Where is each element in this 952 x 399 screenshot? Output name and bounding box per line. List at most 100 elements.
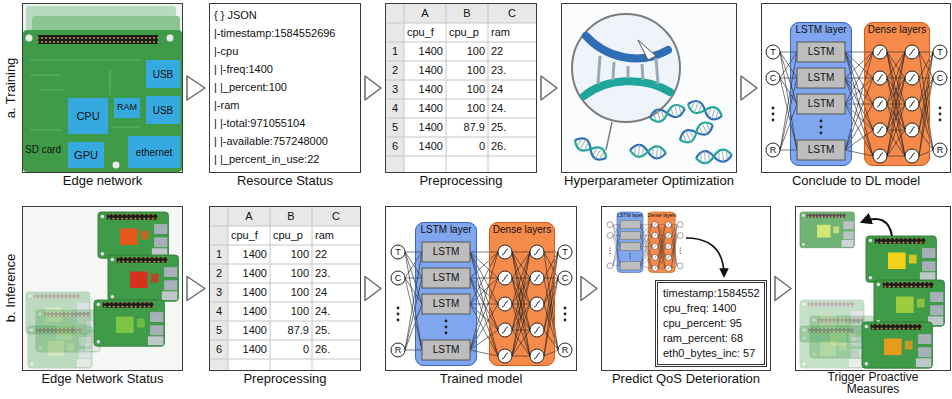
label-holder: 22 bbox=[488, 42, 536, 61]
dna-illustration bbox=[572, 135, 609, 163]
text-holder: Preprocessing bbox=[419, 173, 502, 188]
table-cell: 25. bbox=[491, 121, 506, 134]
migration-illustration bbox=[800, 326, 864, 368]
table-cell: 25. bbox=[315, 324, 330, 337]
network-illustration bbox=[391, 242, 572, 363]
text-holder: ethernet bbox=[128, 136, 180, 168]
table-cell: 1400 bbox=[243, 343, 267, 356]
boards-illustration bbox=[94, 300, 164, 346]
board-photo bbox=[38, 35, 158, 44]
text-holder: Resource Status bbox=[237, 173, 333, 188]
board-photo bbox=[113, 162, 120, 169]
migration-illustration bbox=[862, 322, 932, 368]
panel-caption: Hyperparameter Optimization bbox=[564, 173, 734, 188]
panel-caption: Edge network bbox=[63, 173, 143, 188]
table-cell: 1400 bbox=[419, 83, 443, 96]
label-holder: 22 bbox=[312, 245, 360, 264]
text-holder: Edge network bbox=[63, 173, 143, 188]
label-holder: 100 bbox=[270, 245, 312, 264]
table-illustration bbox=[386, 4, 404, 172]
table-cell: 0 bbox=[479, 140, 485, 153]
label-holder: 1400 bbox=[228, 245, 270, 264]
label-holder: |-ram bbox=[214, 97, 359, 113]
label-holder: 2 bbox=[386, 61, 404, 80]
label-holder: T bbox=[391, 245, 405, 259]
label-holder: T bbox=[933, 45, 947, 59]
table-cell: 23. bbox=[491, 64, 506, 77]
label-holder: LSTM bbox=[797, 140, 845, 160]
label-holder: 24. bbox=[312, 302, 360, 321]
label-holder: cpu_f bbox=[228, 226, 270, 245]
text-holder: LSTM layer bbox=[791, 24, 851, 36]
json-line: | |-available:757248000 bbox=[214, 135, 328, 148]
panel-ground bbox=[386, 207, 576, 370]
process-panel: Trigger Proactive Measures bbox=[795, 206, 951, 371]
label-holder: LSTM layer bbox=[615, 213, 645, 219]
board-photo bbox=[22, 3, 183, 173]
table-cell: 87.9 bbox=[288, 324, 309, 337]
table-illustration bbox=[386, 4, 536, 23]
process-panel: Trained modelLSTM layerDense layers bbox=[385, 206, 577, 371]
flow-chevron bbox=[741, 76, 757, 100]
mini-label: LSTM layer bbox=[617, 212, 643, 219]
cell-label: LSTM bbox=[808, 98, 835, 110]
label-holder: 26. bbox=[488, 137, 536, 156]
text-holder: RAM bbox=[114, 98, 140, 118]
chip-box: USB bbox=[146, 60, 180, 88]
boards-illustration bbox=[98, 212, 168, 258]
chip-label: USB bbox=[153, 105, 174, 116]
label-holder: | |-available:757248000 bbox=[214, 133, 359, 149]
label-holder: LSTM bbox=[797, 68, 845, 88]
layer-box: Dense layers bbox=[864, 22, 930, 166]
label-holder: 87.9 bbox=[446, 118, 488, 137]
label-holder: 1400 bbox=[228, 264, 270, 283]
table-illustration bbox=[228, 207, 312, 370]
label-holder: 3 bbox=[386, 80, 404, 99]
layer-box: Dense layers bbox=[489, 222, 555, 366]
label-holder: cpu_f bbox=[404, 23, 446, 42]
table-cell: 87.9 bbox=[464, 121, 485, 134]
migration-illustration bbox=[862, 219, 892, 236]
label-holder: |-cpu bbox=[214, 43, 359, 59]
row-number: 3 bbox=[392, 83, 398, 96]
prediction-line: cpu_percent: 95 bbox=[663, 316, 759, 331]
chip-label: USB bbox=[153, 69, 174, 80]
label-holder: 23. bbox=[488, 61, 536, 80]
prediction-line: timestamp:1584552 bbox=[663, 286, 759, 301]
output-letter: R bbox=[937, 145, 944, 156]
panel-ground bbox=[762, 4, 950, 172]
layer-title: LSTM layer bbox=[420, 224, 471, 235]
boards-illustration bbox=[22, 206, 183, 371]
label-holder: A bbox=[404, 4, 446, 23]
panel-caption: Conclude to DL model bbox=[792, 173, 920, 188]
json-line: | |_percent:100 bbox=[214, 81, 287, 94]
label-holder: 100 bbox=[270, 283, 312, 302]
process-panel: Edge Network Status bbox=[22, 206, 183, 371]
cell-label: LSTM bbox=[433, 344, 460, 356]
flow-chevron bbox=[187, 277, 205, 301]
column-name: cpu_f bbox=[231, 229, 258, 242]
board-photo bbox=[167, 35, 174, 42]
input-letter: R bbox=[395, 345, 402, 356]
column-header: C bbox=[508, 7, 516, 20]
row-number: 4 bbox=[216, 305, 222, 318]
mini-label: Dense layers bbox=[647, 212, 676, 219]
label-holder: cpu_p bbox=[446, 23, 488, 42]
row-label: a. Training bbox=[3, 58, 18, 119]
process-panel: Conclude to DL modelLSTM layerDense laye… bbox=[761, 3, 951, 173]
column-header: A bbox=[421, 7, 428, 20]
label-holder: LSTM bbox=[797, 42, 845, 62]
migration-illustration bbox=[874, 280, 944, 326]
output-letter: C bbox=[562, 273, 569, 284]
boards-illustration bbox=[108, 255, 178, 301]
dna-illustration bbox=[695, 149, 732, 164]
table-illustration bbox=[210, 207, 360, 226]
table-cell: 100 bbox=[291, 248, 309, 261]
label-holder: 25. bbox=[312, 321, 360, 340]
row-number: 2 bbox=[216, 267, 222, 280]
chip-label: ethernet bbox=[136, 147, 173, 158]
label-holder: 1 bbox=[210, 245, 228, 264]
label-holder: 87.9 bbox=[270, 321, 312, 340]
